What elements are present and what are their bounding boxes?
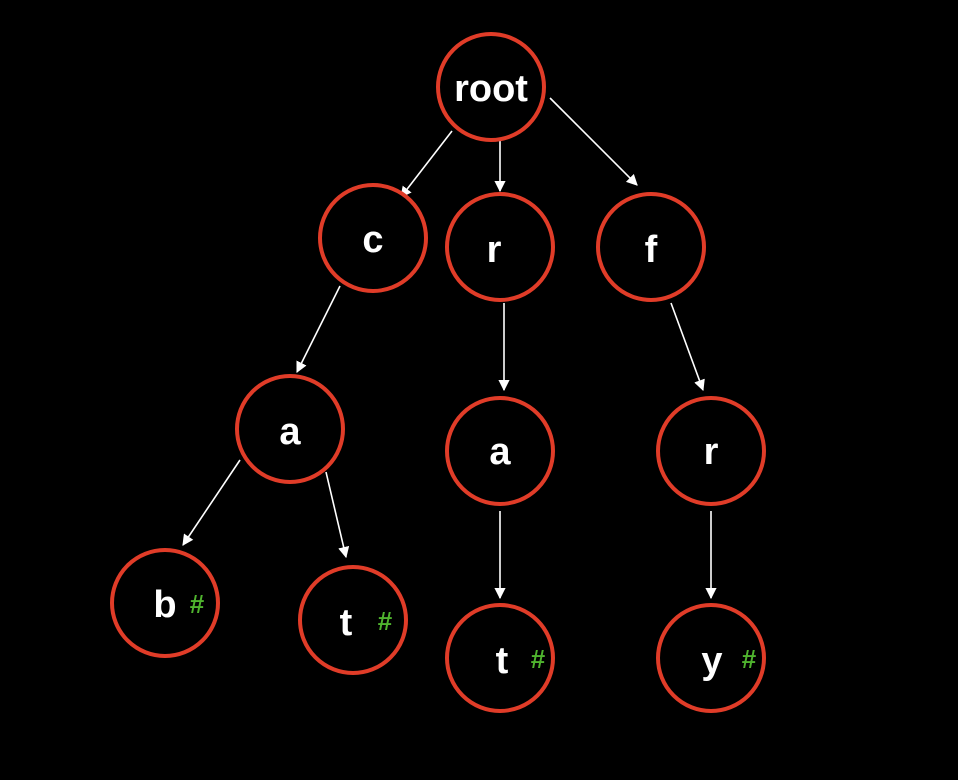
edge-a-t — [325, 471, 350, 559]
node-ca: a — [235, 374, 345, 484]
end-marker: # — [378, 606, 393, 636]
node-fr: r — [656, 396, 766, 506]
node-label: a — [489, 431, 511, 473]
node-ra: a — [445, 396, 555, 506]
node-cat: t# — [298, 565, 408, 675]
node-root: root — [436, 32, 546, 142]
edge-c-a — [296, 285, 341, 374]
node-f: f — [596, 192, 706, 302]
node-label: c — [362, 219, 383, 261]
node-label: r — [487, 229, 502, 271]
node-label: y — [701, 640, 722, 682]
node-label: r — [704, 431, 719, 473]
edge-root-f — [549, 97, 638, 186]
node-label: b — [153, 584, 176, 626]
node-label: a — [279, 411, 301, 453]
edges — [182, 97, 717, 600]
node-label: f — [645, 229, 658, 271]
end-marker: # — [190, 589, 205, 619]
node-fry: y# — [656, 603, 766, 713]
node-c: c — [318, 183, 428, 293]
node-cab: b# — [110, 548, 220, 658]
node-r: r — [445, 192, 555, 302]
edge-root-c — [400, 130, 453, 198]
end-marker: # — [742, 644, 757, 674]
node-rat: t# — [445, 603, 555, 713]
edge-a-b — [182, 459, 241, 546]
node-label: root — [454, 68, 528, 110]
end-marker: # — [531, 644, 546, 674]
node-label: t — [340, 602, 353, 644]
edge-f-r — [670, 302, 705, 392]
node-label: t — [496, 640, 509, 682]
